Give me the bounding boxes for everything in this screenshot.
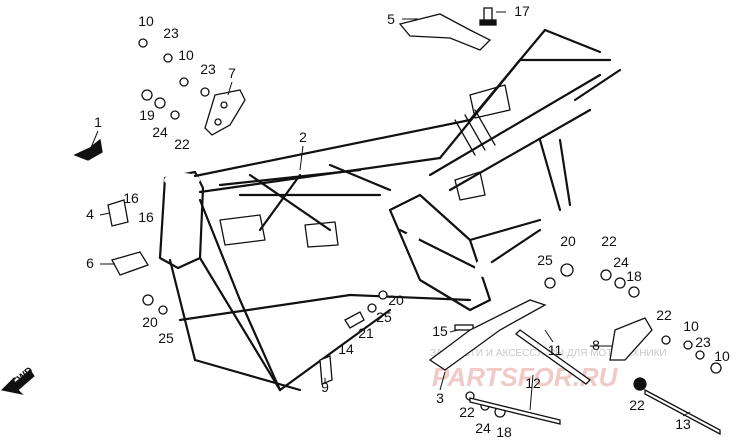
callout-c14: 14 bbox=[338, 341, 354, 357]
callout-c1: 1 bbox=[94, 114, 102, 130]
callout-c12: 12 bbox=[525, 375, 541, 391]
callout-c22c: 22 bbox=[656, 307, 672, 323]
callout-c25a: 25 bbox=[158, 330, 174, 346]
callout-c19: 19 bbox=[139, 107, 155, 123]
callout-c7: 7 bbox=[228, 65, 236, 81]
callout-c20a: 20 bbox=[142, 314, 158, 330]
callout-c25c: 25 bbox=[537, 252, 553, 268]
fwd-indicator: FWD bbox=[0, 365, 35, 395]
callout-c21: 21 bbox=[358, 325, 374, 341]
callout-c18a: 18 bbox=[626, 268, 642, 284]
main-frame bbox=[158, 28, 622, 392]
callout-c20c: 20 bbox=[560, 233, 576, 249]
callout-c22b: 22 bbox=[601, 233, 617, 249]
callout-c13: 13 bbox=[675, 416, 691, 432]
callout-c8: 8 bbox=[592, 337, 600, 353]
callout-c24a: 24 bbox=[152, 124, 168, 140]
callout-c11: 11 bbox=[548, 342, 563, 358]
callout-c15: 15 bbox=[432, 323, 448, 339]
callout-c10b: 10 bbox=[178, 47, 194, 63]
callout-c2: 2 bbox=[299, 129, 307, 145]
callout-c25b: 25 bbox=[376, 309, 392, 325]
callout-c18b: 18 bbox=[496, 424, 512, 440]
callout-c22e: 22 bbox=[459, 404, 475, 420]
callout-c23b: 23 bbox=[200, 61, 216, 77]
callout-c10c: 10 bbox=[683, 318, 699, 334]
callout-c10a: 10 bbox=[138, 13, 154, 29]
callout-c22d: 22 bbox=[629, 397, 645, 413]
parts bbox=[73, 7, 722, 436]
callout-c23c: 23 bbox=[695, 334, 711, 350]
callout-labels: 1234567891023102319242216161720252025211… bbox=[86, 3, 730, 440]
callout-c24c: 24 bbox=[475, 420, 491, 436]
callout-c17: 17 bbox=[514, 3, 530, 19]
callout-c16b: 16 bbox=[138, 209, 154, 225]
callout-c4: 4 bbox=[86, 206, 94, 222]
callout-c3: 3 bbox=[436, 390, 444, 406]
callout-c9: 9 bbox=[321, 379, 329, 395]
callout-c10d: 10 bbox=[714, 348, 730, 364]
callout-c5: 5 bbox=[387, 11, 395, 27]
callout-c6: 6 bbox=[86, 255, 94, 271]
callout-c16a: 16 bbox=[123, 190, 139, 206]
watermark-logo: PARTSFOR.RU bbox=[432, 362, 619, 392]
callout-c24b: 24 bbox=[613, 254, 629, 270]
callout-c23a: 23 bbox=[163, 25, 179, 41]
leader-lines bbox=[89, 11, 691, 417]
callout-c22a: 22 bbox=[174, 136, 190, 152]
callout-c20b: 20 bbox=[388, 292, 404, 308]
